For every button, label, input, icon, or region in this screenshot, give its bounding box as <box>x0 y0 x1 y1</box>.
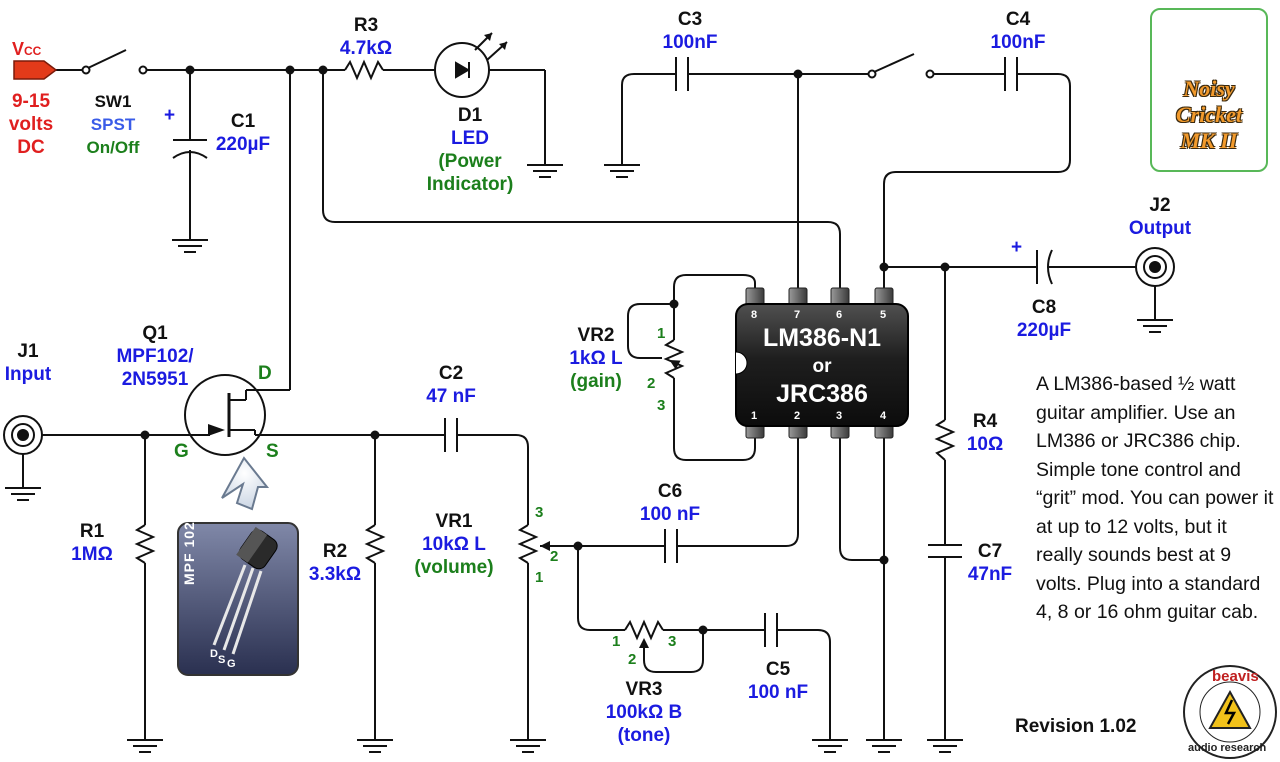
ic-pin-5: 5 <box>880 309 887 321</box>
r3-label: R3 4.7kΩ <box>339 15 393 59</box>
logo-top-text: beavis <box>1212 668 1259 685</box>
mpf-pin-s: S <box>218 654 226 666</box>
vcc-label: VCC <box>12 39 42 59</box>
c7-label: C7 47nF <box>967 541 1013 585</box>
c6-label: C6 100 nF <box>639 481 701 525</box>
ic-pin-1: 1 <box>751 410 758 422</box>
c1-plus: + <box>164 105 176 126</box>
revision-text: Revision 1.02 <box>1015 716 1137 737</box>
r4-label: R4 10Ω <box>966 411 1004 455</box>
c3-label: C3 100nF <box>662 9 718 53</box>
vcc-voltage: 9-15 volts DC <box>8 91 54 158</box>
logo-side-text: audio research <box>1188 742 1267 754</box>
vr1-pin1: 1 <box>535 569 544 586</box>
ic-pin-7: 7 <box>794 309 801 321</box>
vr2-pin3: 3 <box>657 397 666 414</box>
d1-label: D1 LED (Power Indicator) <box>426 105 514 195</box>
q1-label: Q1 MPF102/ 2N5951 <box>116 323 194 390</box>
vr2-pin1: 1 <box>657 325 666 342</box>
noisy-cricket-badge: Noisy Cricket MK II <box>1150 8 1268 172</box>
sw1-label: SW1 SPST On/Off <box>86 92 140 157</box>
q1-pin-s: S <box>266 441 279 462</box>
vr3-pin3: 3 <box>668 633 677 650</box>
mpf-pin-g: G <box>227 658 236 670</box>
r1-label: R1 1MΩ <box>71 521 113 565</box>
vr3-pin2: 2 <box>628 651 637 668</box>
vr2-label: VR2 1kΩ L (gain) <box>569 325 623 392</box>
ic-pin-2: 2 <box>794 410 801 422</box>
beavis-logo <box>1183 665 1277 759</box>
r2-label: R2 3.3kΩ <box>308 541 362 585</box>
mpf102-label: MPF 102 <box>181 521 197 585</box>
vr2-pin2: 2 <box>647 375 656 392</box>
vr3-pin1: 1 <box>612 633 621 650</box>
c4-label: C4 100nF <box>990 9 1046 53</box>
c8-plus: + <box>1011 237 1023 258</box>
mpf-pin-d: D <box>210 648 218 660</box>
q1-pin-g: G <box>174 441 189 462</box>
c5-label: C5 100 nF <box>747 659 809 703</box>
c2-label: C2 47 nF <box>426 363 476 407</box>
vr1-label: VR1 10kΩ L (volume) <box>414 511 494 578</box>
badge-line1: Noisy <box>1183 76 1235 101</box>
description-text: A LM386-based ½ watt guitar amplifier. U… <box>1036 373 1274 623</box>
ic-pin-6: 6 <box>836 309 843 321</box>
ic-pin-3: 3 <box>836 410 843 422</box>
ic-name-3: JRC386 <box>776 380 868 408</box>
badge-line2: Cricket <box>1176 102 1242 127</box>
q1-pin-d: D <box>258 363 272 384</box>
ic-pin-4: 4 <box>880 410 887 422</box>
ic-name-2: or <box>812 356 832 377</box>
ic-lm386 <box>735 287 909 439</box>
vr3-label: VR3 100kΩ B (tone) <box>605 679 683 746</box>
ic-name-1: LM386-N1 <box>762 324 882 352</box>
j1-label: J1 Input <box>4 341 52 385</box>
vr1-pin3: 3 <box>535 504 544 521</box>
c1-label: C1 220µF <box>215 111 271 155</box>
c8-label: C8 220µF <box>1016 297 1072 341</box>
badge-line3: MK II <box>1180 128 1238 153</box>
ic-pin-8: 8 <box>751 309 758 321</box>
j2-label: J2 Output <box>1128 195 1192 239</box>
vr1-pin2: 2 <box>550 548 559 565</box>
